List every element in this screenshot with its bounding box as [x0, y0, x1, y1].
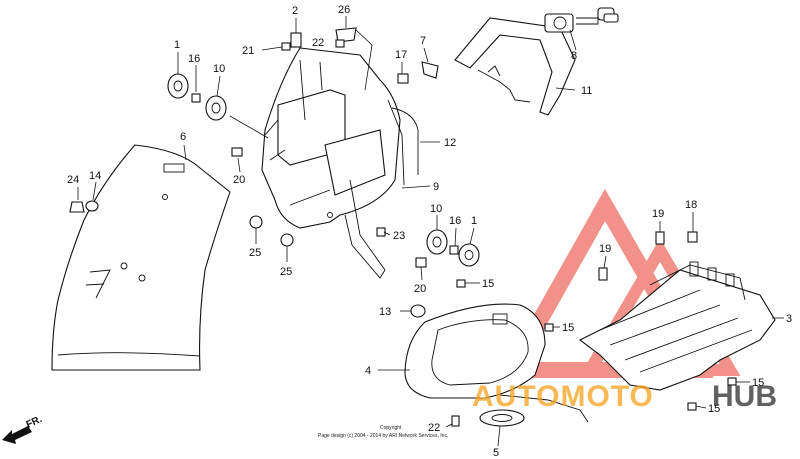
- callout-19: 19: [599, 243, 611, 255]
- callout-21: 21: [242, 45, 254, 57]
- callout-20: 20: [233, 174, 245, 186]
- callout-17: 17: [395, 49, 407, 61]
- part-6-front-panel: [51, 144, 231, 371]
- arrow-icon: [2, 426, 32, 444]
- callout-8: 8: [571, 50, 577, 62]
- callout-15: 15: [562, 322, 574, 334]
- callout-19: 19: [652, 208, 664, 220]
- callout-16: 16: [449, 215, 461, 227]
- callout-10: 10: [430, 203, 442, 215]
- part-8-key-cylinder: [544, 7, 619, 33]
- direction-label: FR.: [25, 414, 44, 431]
- callout-1: 1: [174, 39, 180, 51]
- callout-24: 24: [67, 174, 79, 186]
- callout-12: 12: [444, 137, 456, 149]
- callout-13: 13: [379, 306, 391, 318]
- leader-lines: [77, 16, 784, 447]
- callout-1: 1: [471, 215, 477, 227]
- callout-25: 25: [280, 266, 292, 278]
- callout-4: 4: [365, 365, 371, 377]
- callout-6: 6: [180, 131, 186, 143]
- callout-16: 16: [188, 53, 200, 65]
- callout-23: 23: [393, 230, 405, 242]
- callout-3: 3: [786, 313, 792, 325]
- callout-26: 26: [338, 4, 350, 16]
- callout-11: 11: [581, 85, 592, 97]
- front-direction-arrow: FR.: [2, 414, 44, 444]
- part-12-bar: [391, 107, 419, 175]
- callout-15: 15: [708, 403, 720, 415]
- callout-15: 15: [482, 278, 494, 290]
- callout-numbers: 1 16 10 6 24 14 20 25 25 2 26 21 22 17 7…: [67, 4, 792, 459]
- copyright-notice: Copyright Page design (c) 2004 - 2014 by…: [318, 425, 448, 439]
- callout-14: 14: [89, 170, 101, 182]
- callout-10: 10: [213, 63, 225, 75]
- part-9-inner-panel: [261, 47, 405, 279]
- callout-20: 20: [414, 283, 426, 295]
- part-4-front-cover: [404, 303, 589, 423]
- callout-9: 9: [433, 181, 439, 193]
- callout-2: 2: [292, 5, 298, 17]
- callout-15: 15: [752, 377, 764, 389]
- callout-5: 5: [493, 447, 499, 459]
- watermark-text-orange: AUTOMOTO: [472, 380, 654, 413]
- watermark-text-dark: HUB: [712, 380, 777, 413]
- callout-22: 22: [428, 422, 440, 434]
- callout-25: 25: [249, 247, 261, 259]
- part-5-grommet: [479, 409, 525, 427]
- callout-7: 7: [420, 35, 426, 47]
- copyright-line-1: Copyright: [380, 425, 402, 431]
- callout-18: 18: [685, 199, 697, 211]
- callout-22: 22: [312, 37, 324, 49]
- watermark-text: AUTOMOTO HUB: [472, 380, 777, 413]
- part-3-under-frame: [578, 261, 776, 391]
- copyright-line-2: Page design (c) 2004 - 2014 by ARI Netwo…: [318, 433, 448, 439]
